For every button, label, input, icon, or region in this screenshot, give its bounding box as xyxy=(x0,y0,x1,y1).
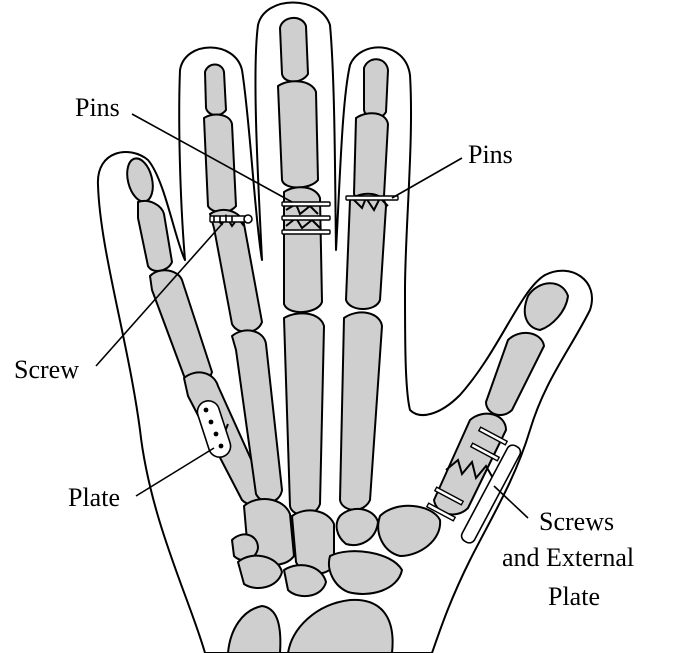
label-pins-left: Pins xyxy=(75,93,120,122)
label-screws: Screws xyxy=(539,507,614,536)
label-pins-right: Pins xyxy=(468,140,513,169)
index-finger-pin xyxy=(346,196,398,200)
label-plate: Plate xyxy=(68,483,120,512)
label-screw: Screw xyxy=(14,355,79,384)
label-external-plate: Plate xyxy=(548,582,600,611)
ring-finger-screw xyxy=(210,215,252,223)
middle-distal-phalanx xyxy=(280,18,308,82)
index-distal-phalanx xyxy=(364,59,388,118)
label-and-external: and External xyxy=(502,543,634,572)
middle-metacarpal xyxy=(284,313,324,514)
index-proximal-phalanx xyxy=(346,194,386,309)
index-middle-phalanx xyxy=(354,113,388,202)
middle-middle-phalanx xyxy=(278,81,318,187)
ring-distal-phalanx xyxy=(205,65,226,116)
